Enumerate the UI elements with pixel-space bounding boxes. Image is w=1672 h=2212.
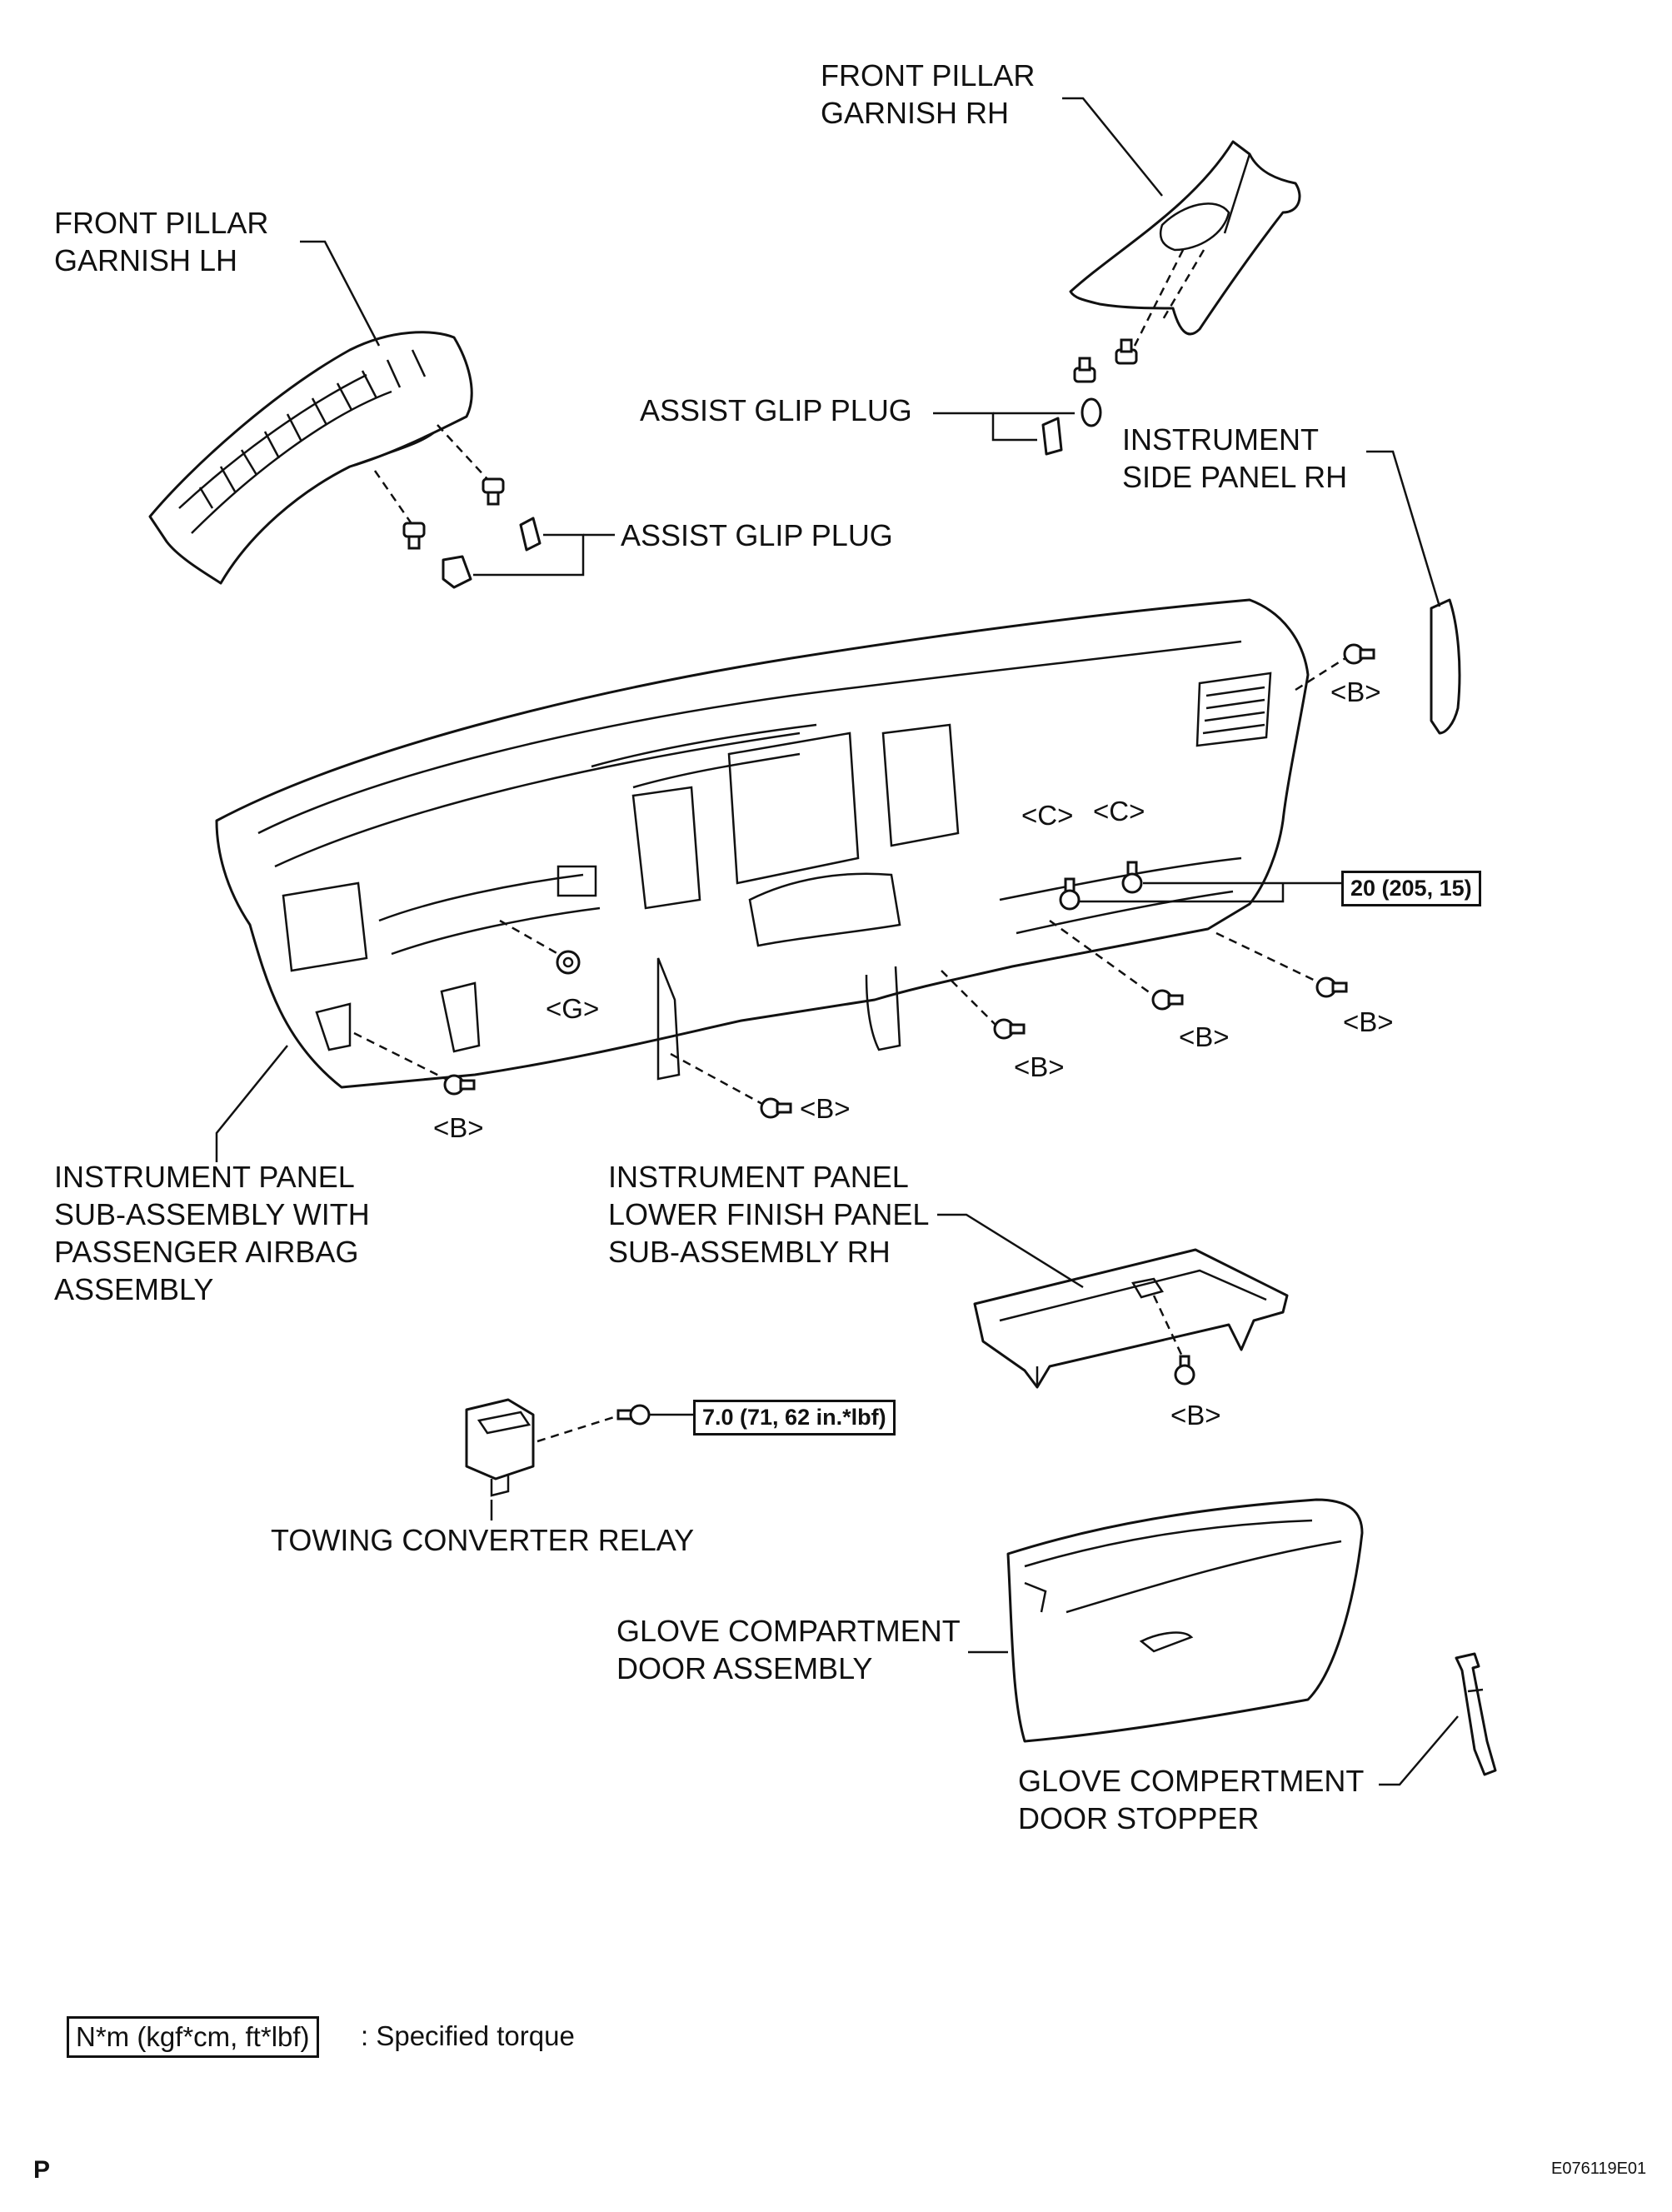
leader-line — [1080, 883, 1285, 903]
clip-icon — [482, 477, 505, 506]
assist-grip-plug-lh-part — [519, 517, 542, 552]
dash-line — [537, 1415, 617, 1443]
leader-line — [1062, 97, 1163, 197]
lower-finish-panel-rh-part — [973, 1248, 1289, 1389]
label-line: GARNISH LH — [54, 243, 238, 277]
leader-line — [473, 533, 585, 577]
label-line: SUB-ASSEMBLY RH — [608, 1235, 891, 1269]
label-line: GARNISH RH — [821, 96, 1010, 130]
label-line: GLOVE COMPERTMENT — [1018, 1764, 1365, 1798]
label-line: GLOVE COMPARTMENT — [616, 1614, 961, 1648]
fastener-tag-g: <G> — [546, 993, 600, 1024]
bolt-icon — [993, 1018, 1026, 1040]
instrument-panel-sub-assembly-part — [215, 598, 1310, 1089]
fastener-tag-b: <B> — [800, 1093, 851, 1124]
leader-line — [300, 240, 381, 347]
leader-line — [1379, 1715, 1459, 1786]
assist-grip-plug-rh-part — [1041, 417, 1063, 456]
label-line: INSTRUMENT PANEL — [54, 1160, 355, 1194]
glove-door-stopper-part — [1455, 1652, 1497, 1776]
dash-line — [1133, 249, 1185, 347]
bolt-icon — [1174, 1355, 1195, 1386]
label-line: FRONT PILLAR — [821, 58, 1036, 92]
label-line: DOOR ASSEMBLY — [616, 1651, 873, 1685]
torque-callout-relay: 7.0 (71, 62 in.*lbf) — [693, 1400, 896, 1436]
fastener-tag-b: <B> — [1179, 1021, 1230, 1052]
air-vent-rh — [1195, 672, 1272, 747]
leader-line — [215, 1045, 288, 1162]
dash-line — [499, 919, 559, 956]
bolt-icon — [443, 1074, 476, 1096]
fastener-tag-c: <C> — [1021, 800, 1074, 831]
label-line: LOWER FINISH PANEL — [608, 1197, 930, 1231]
dash-line — [353, 1031, 447, 1081]
towing-converter-relay-part — [465, 1398, 535, 1497]
front-pillar-garnish-rh-part — [1069, 140, 1301, 336]
dash-line — [1215, 931, 1321, 985]
clip-icon — [1073, 357, 1096, 383]
bolt-icon — [616, 1404, 651, 1426]
label-line: SIDE PANEL RH — [1122, 460, 1348, 494]
dash-line — [1152, 1295, 1185, 1359]
figure-code: E076119E01 — [1551, 2160, 1647, 2178]
front-pillar-garnish-lh-part — [148, 331, 473, 585]
dash-line — [1295, 657, 1346, 692]
label-glove-door-stopper: GLOVE COMPERTMENT DOOR STOPPER — [1018, 1762, 1364, 1837]
bolt-icon — [1315, 976, 1348, 998]
label-line: FRONT PILLAR — [54, 206, 269, 240]
assist-grip-plug-lh-part — [442, 555, 472, 589]
label-assist-grip-plug-upper: ASSIST GLIP PLUG — [640, 393, 912, 427]
bolt-icon — [1151, 989, 1184, 1011]
label-front-pillar-garnish-rh: FRONT PILLAR GARNISH RH — [821, 57, 1035, 132]
label-line: INSTRUMENT — [1122, 422, 1319, 457]
instrument-side-panel-rh-part — [1430, 598, 1461, 735]
label-towing-converter-relay: TOWING CONVERTER RELAY — [271, 1523, 695, 1557]
dash-line — [373, 470, 414, 526]
dash-line — [1049, 919, 1155, 997]
dash-line — [437, 424, 488, 480]
bolt-icon — [1059, 877, 1081, 911]
fastener-tag-b: <B> — [1343, 1006, 1394, 1037]
label-line: INSTRUMENT PANEL — [608, 1160, 909, 1194]
bolt-icon — [1343, 643, 1375, 665]
label-instrument-panel-sub-assembly: INSTRUMENT PANEL SUB-ASSEMBLY WITH PASSE… — [54, 1158, 370, 1308]
label-glove-compartment-door: GLOVE COMPARTMENT DOOR ASSEMBLY — [616, 1612, 961, 1687]
bolt-icon — [760, 1097, 792, 1119]
torque-legend-text: : Specified torque — [361, 2020, 575, 2051]
assist-grip-plug-rh-part — [1081, 397, 1102, 427]
glove-compartment-door-part — [1006, 1498, 1364, 1743]
leader-line — [933, 412, 1037, 442]
clip-icon — [1115, 338, 1138, 365]
fastener-tag-b: <B> — [433, 1112, 484, 1143]
fastener-tag-c: <C> — [1093, 796, 1145, 826]
leader-line — [1366, 450, 1441, 607]
label-line: SUB-ASSEMBLY WITH — [54, 1197, 370, 1231]
label-front-pillar-garnish-lh: FRONT PILLAR GARNISH LH — [54, 204, 268, 279]
label-line: ASSEMBLY — [54, 1272, 214, 1306]
label-line: DOOR STOPPER — [1018, 1801, 1260, 1835]
clip-icon — [402, 522, 426, 550]
leader-line — [937, 1213, 1084, 1289]
nut-icon — [556, 950, 581, 975]
page-letter: P — [33, 2156, 51, 2184]
fastener-tag-b: <B> — [1330, 677, 1381, 707]
fastener-tag-b: <B> — [1014, 1051, 1065, 1082]
label-assist-grip-plug-lower: ASSIST GLIP PLUG — [621, 518, 893, 552]
dash-line — [941, 970, 996, 1026]
dash-line — [670, 1052, 763, 1106]
label-instrument-side-panel-rh: INSTRUMENT SIDE PANEL RH — [1122, 421, 1347, 496]
label-line: PASSENGER AIRBAG — [54, 1235, 359, 1269]
label-lower-finish-panel-rh: INSTRUMENT PANEL LOWER FINISH PANEL SUB-… — [608, 1158, 929, 1271]
bolt-icon — [1121, 861, 1143, 894]
fastener-tag-b: <B> — [1170, 1400, 1221, 1431]
torque-callout-upper: 20 (205, 15) — [1341, 871, 1481, 906]
torque-legend-box: N*m (kgf*cm, ft*lbf) — [67, 2016, 319, 2058]
